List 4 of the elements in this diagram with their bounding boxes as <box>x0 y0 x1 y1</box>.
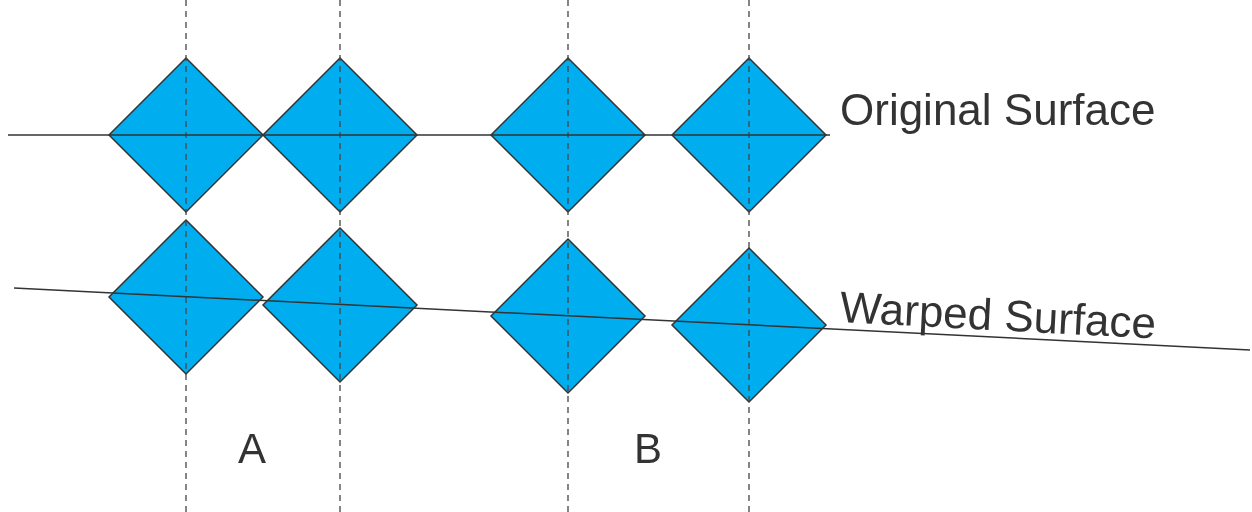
group-label: B <box>634 428 662 470</box>
surface-label: Original Surface <box>840 88 1156 132</box>
group-label: A <box>238 428 266 470</box>
surface-label: Warped Surface <box>838 285 1157 346</box>
